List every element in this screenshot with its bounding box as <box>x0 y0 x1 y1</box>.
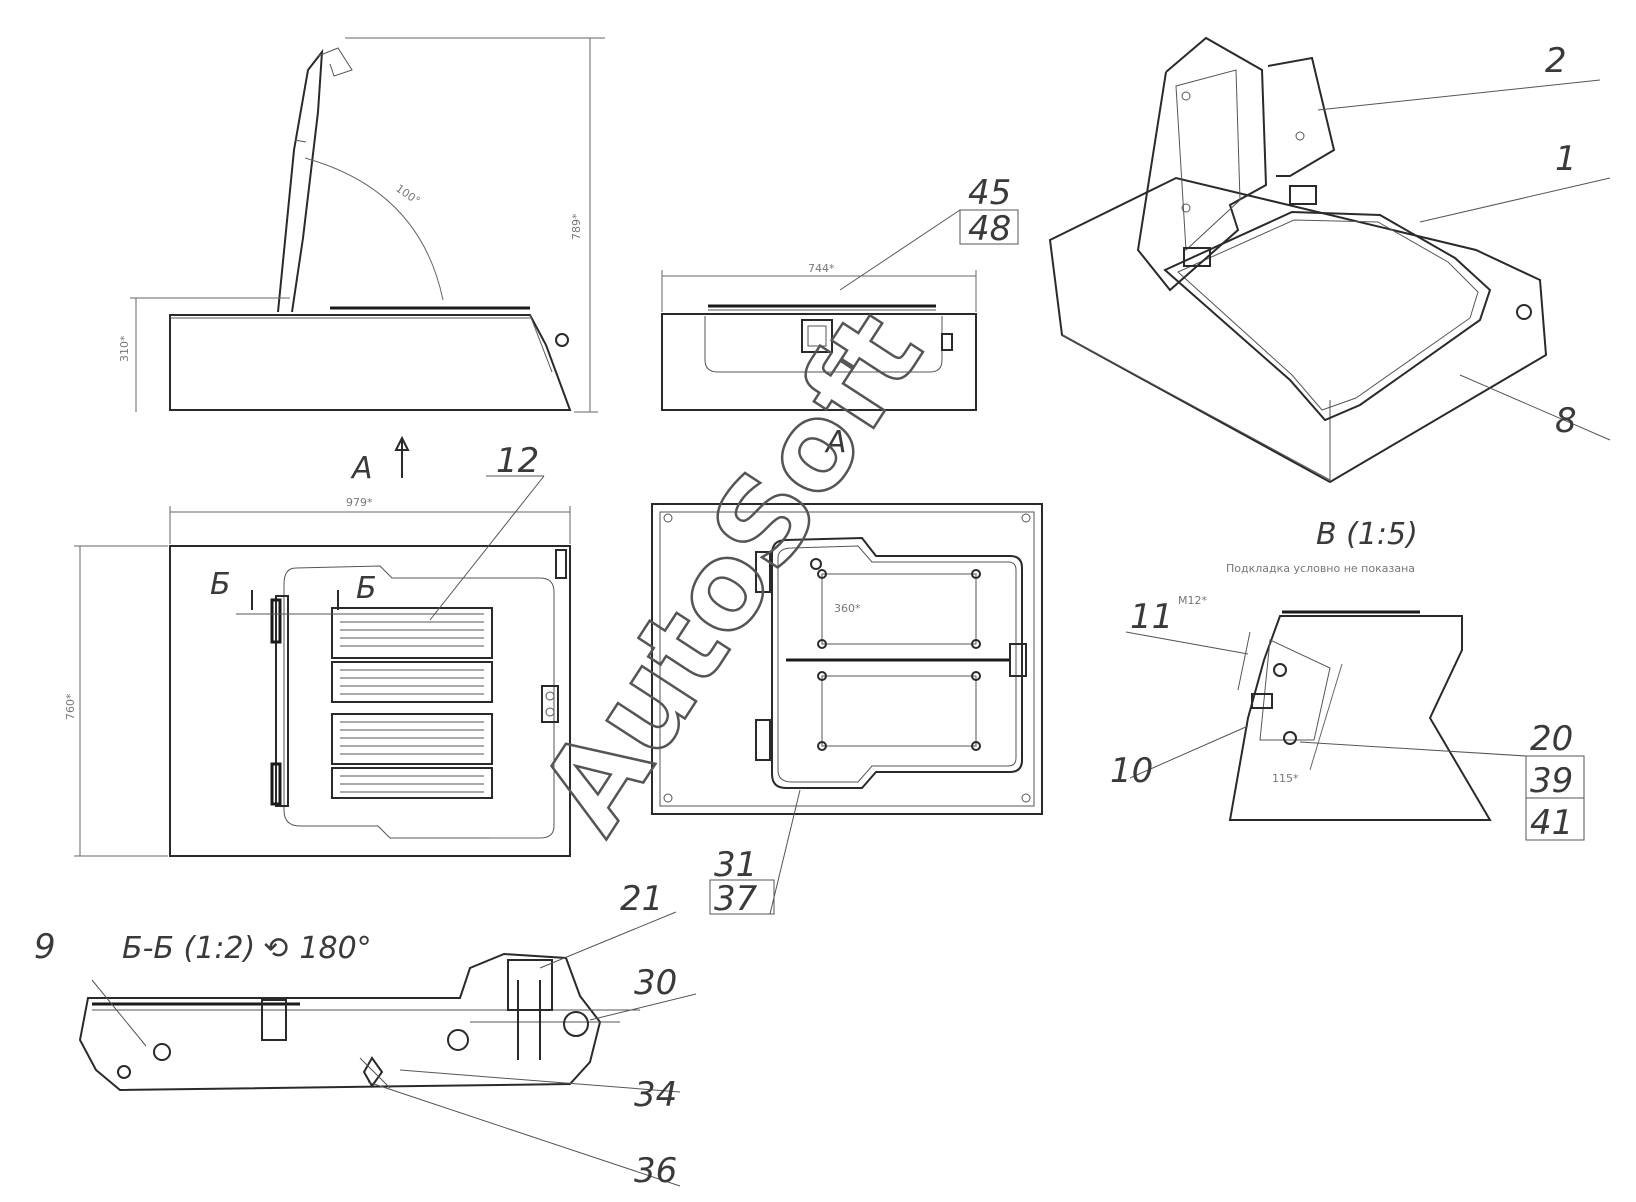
callout-45: 45 <box>968 173 1011 213</box>
callout-41: 41 <box>1530 803 1573 843</box>
view-a-top-label: A <box>350 451 373 486</box>
callout-48: 48 <box>968 209 1011 249</box>
section-b-left-label: Б <box>210 567 231 602</box>
detail-m12-dim: М12* <box>1178 594 1207 607</box>
detail-v-label: В (1:5) <box>1316 517 1418 552</box>
detail-v: В (1:5) Подкладка условно не показана М1… <box>1110 517 1585 843</box>
section-b-right-label: Б <box>356 571 377 606</box>
callout-36: 36 <box>634 1151 677 1191</box>
callout-30: 30 <box>634 963 677 1003</box>
callout-2: 2 <box>1545 41 1567 81</box>
height-base-dim: 310* <box>118 335 131 362</box>
angle-dim: 100° <box>393 182 422 208</box>
callout-21: 21 <box>620 879 663 919</box>
callout-10: 10 <box>1110 751 1153 791</box>
callout-9: 9 <box>34 927 56 967</box>
callout-34: 34 <box>634 1075 677 1115</box>
depth-top-dim: 760* <box>64 693 77 720</box>
side-view: 789* 310* 100° <box>118 37 605 413</box>
callout-8: 8 <box>1555 401 1577 441</box>
isometric-view: 2 1 8 <box>1048 36 1611 484</box>
callout-1: 1 <box>1555 139 1577 179</box>
section-bb-label: Б-Б (1:2) ⟲ 180° <box>122 931 372 966</box>
callout-12: 12 <box>496 441 539 481</box>
detail-115-dim: 115* <box>1272 772 1299 785</box>
top-view: 979* 760* A Б Б 12 <box>64 435 571 857</box>
callout-39: 39 <box>1530 761 1573 801</box>
height-total-dim: 789* <box>570 213 583 240</box>
callout-37: 37 <box>714 879 758 919</box>
bottom-view: 360* 31 37 <box>651 503 1043 919</box>
callout-31: 31 <box>714 845 757 885</box>
view-a-front-label: A <box>824 425 847 460</box>
vent-slats <box>340 613 484 793</box>
inner-dim: 360* <box>834 602 861 615</box>
callout-20: 20 <box>1530 719 1573 759</box>
section-bb: Б-Б (1:2) ⟲ 180° 9 21 30 34 36 <box>34 879 697 1191</box>
width-front-dim: 744* <box>808 262 835 275</box>
detail-v-note: Подкладка условно не показана <box>1226 562 1415 575</box>
watermark-text: AutoSoft <box>514 288 949 855</box>
front-view: 744* A 45 48 <box>661 173 1019 460</box>
callout-11: 11 <box>1130 597 1173 637</box>
width-top-dim: 979* <box>346 496 373 509</box>
